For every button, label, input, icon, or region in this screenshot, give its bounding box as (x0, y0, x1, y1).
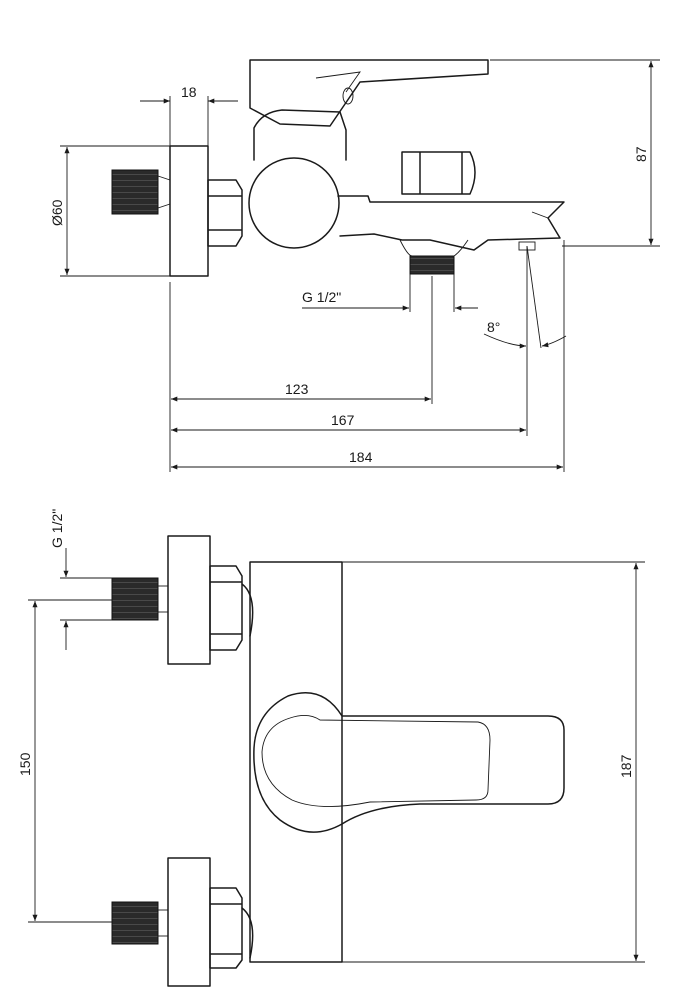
dim-167-label: 167 (331, 412, 355, 428)
dim-18-label: 18 (181, 84, 197, 100)
lever-handle-top (253, 692, 565, 833)
upper-hex-nut (209, 565, 243, 651)
dim-123-label: 123 (285, 381, 309, 397)
dim-184-label: 184 (349, 449, 373, 465)
lower-hex-nut (209, 887, 243, 969)
dim-60-label: Ø60 (49, 199, 65, 226)
lever-handle (249, 59, 489, 127)
dim-outlet-thread-label: G 1/2" (302, 289, 341, 305)
hex-nut (207, 179, 243, 247)
dim-167: 167 (171, 412, 526, 433)
dim-diameter-60: Ø60 (49, 145, 170, 277)
dim-187-label: 187 (618, 754, 634, 778)
dim-123: 123 (171, 381, 431, 402)
side-view: 18 Ø60 87 G 1/2" (49, 59, 660, 472)
diverter-knob (401, 151, 476, 195)
outlet-thread (409, 255, 455, 275)
dim-184: 184 (171, 449, 563, 470)
dim-angle-label: 8° (487, 319, 500, 335)
wall-flange (169, 145, 209, 277)
lower-thread-connector (111, 901, 159, 945)
dim-side-thread-label: G 1/2" (49, 509, 65, 548)
dim-87: 87 (490, 59, 660, 247)
upper-thread-connector (111, 577, 159, 621)
dim-18: 18 (140, 84, 238, 146)
dim-150: 150 (17, 599, 112, 923)
dim-87-label: 87 (633, 146, 649, 162)
lower-wall-flange (167, 857, 211, 987)
mixer-body (248, 157, 340, 249)
dim-150-label: 150 (17, 752, 33, 776)
upper-wall-flange (167, 535, 211, 665)
dim-angle: 8° (483, 245, 567, 349)
dim-187: 187 (342, 561, 645, 963)
dim-outlet-thread: G 1/2" (302, 274, 478, 312)
spout (337, 195, 565, 251)
wall-thread-connector (111, 169, 171, 215)
mixer-body-top (249, 561, 343, 963)
dim-side-thread: G 1/2" (49, 509, 112, 650)
top-view: G 1/2" 150 187 (17, 509, 645, 987)
